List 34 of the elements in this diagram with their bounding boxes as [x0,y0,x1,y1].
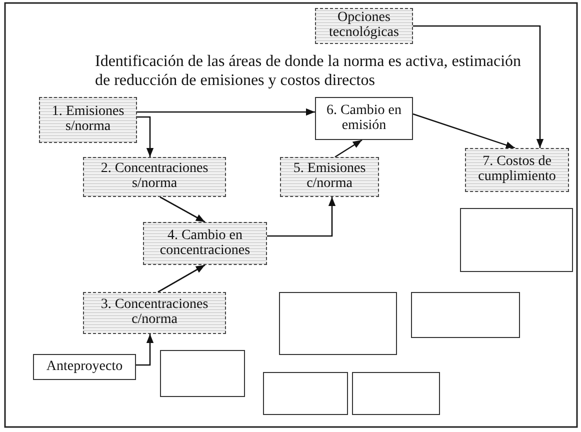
box-label: Opciones tecnológicas [328,11,400,41]
process-box [280,157,379,197]
process-box [315,97,413,140]
empty-box [160,350,245,397]
box-label: 6. Cambio en emisión [325,104,403,134]
arrow [413,25,544,148]
box-label: 7. Costos de cumplimiento [477,155,557,185]
process-box [83,292,226,334]
empty-box [263,372,348,415]
arrow [334,139,362,158]
box-label: 4. Cambio en concentraciones [158,228,252,258]
arrow [267,197,336,237]
process-box [465,148,569,192]
process-box [33,354,136,380]
box-label: 3. Concentraciones c/norma [100,298,210,328]
empty-box [411,292,520,338]
box-label: 1. Emisiones s/norma [50,105,126,135]
process-box [315,8,413,44]
arrow [137,108,315,116]
process-box [83,157,226,197]
arrow [137,116,154,157]
slide-title: Identificación de las áreas de donde la norma es activa, estimación de reducción de emisiones y costos directos [95,52,522,90]
arrow [136,334,154,366]
arrow [158,264,206,293]
arrow [412,113,516,149]
box-label: 5. Emisiones c/norma [292,162,367,192]
empty-box [279,292,397,355]
process-box [39,97,137,143]
empty-box [352,372,440,415]
process-box [143,222,267,265]
box-label: 2. Concentraciones s/norma [100,162,210,192]
empty-box [460,208,573,272]
arrow [160,196,206,223]
box-label: Anteproyecto [46,360,123,374]
